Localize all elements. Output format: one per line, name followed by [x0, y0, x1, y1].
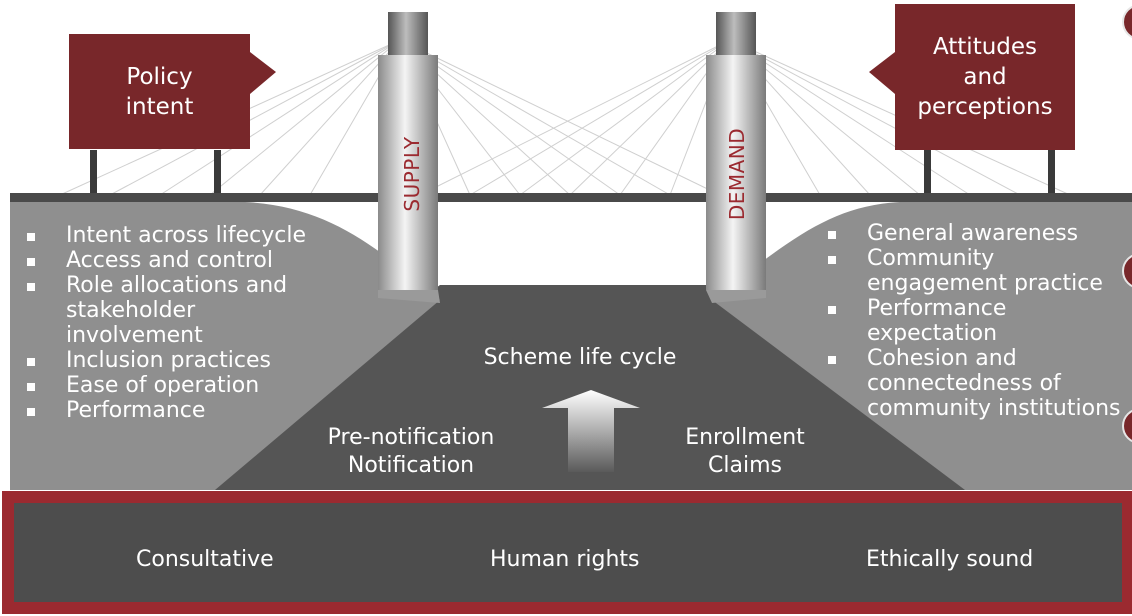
list-item: Role allocations and stakeholder involve…: [14, 273, 324, 348]
demand-factors-list: General awareness Community engagement p…: [815, 221, 1132, 421]
bridge-deck: [10, 193, 1132, 202]
left-box-arrow: [250, 52, 276, 94]
policy-intent-box: Policy intent: [69, 34, 250, 149]
list-item: Community engagement practice: [815, 246, 1132, 296]
scheme-life-cycle-title: Scheme life cycle: [483, 345, 677, 370]
sign-posts: [90, 150, 1055, 196]
upward-arrow: [542, 390, 640, 472]
left-side-shape: [10, 202, 440, 490]
supply-factors-list: Intent across lifecycle Access and contr…: [14, 223, 324, 423]
list-item: Access and control: [14, 248, 324, 273]
attitudes-perceptions-box: Attitudes and perceptions: [895, 4, 1075, 150]
list-item: Inclusion practices: [14, 348, 324, 373]
right-stages-text: Enrollment Claims: [685, 425, 805, 478]
base-label-ethically-sound: Ethically sound: [866, 547, 1034, 572]
base-label-consultative: Consultative: [136, 547, 274, 572]
right-box-arrow: [869, 52, 895, 94]
base-label-human-rights: Human rights: [490, 547, 640, 572]
right-side-shape: [712, 202, 1132, 490]
demand-label: DEMAND: [725, 127, 749, 221]
demand-pillar: [706, 12, 766, 303]
supply-label: SUPPLY: [400, 136, 424, 212]
list-item: Cohesion and connectedness of community …: [815, 346, 1132, 421]
supply-pillar: [378, 12, 440, 303]
list-item: Ease of operation: [14, 373, 324, 398]
list-item: General awareness: [815, 221, 1132, 246]
list-item: Performance: [14, 398, 324, 423]
left-stages-text: Pre-notification Notification: [327, 425, 495, 478]
base-band: [2, 491, 1132, 614]
list-item: Performance expectation: [815, 296, 1132, 346]
list-item: Intent across lifecycle: [14, 223, 324, 248]
